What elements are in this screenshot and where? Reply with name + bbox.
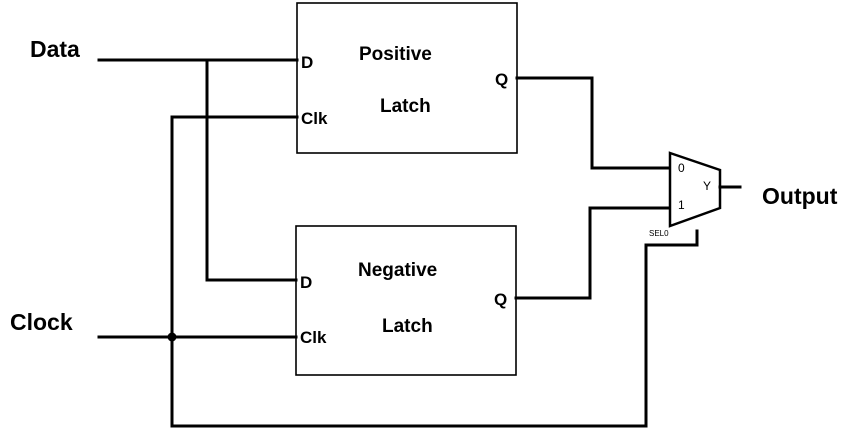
- mux-select-label: SEL0: [649, 229, 669, 238]
- mux-output-y-label: Y: [703, 179, 711, 193]
- mux-input-1-label: 1: [678, 198, 685, 212]
- positive-latch-title-1: Positive: [359, 44, 432, 65]
- data-branch-wire: [205, 58, 298, 282]
- negative-latch-pin-clk: Clk: [300, 328, 327, 347]
- negative-latch-box: [295, 225, 517, 376]
- positive-latch-pin-d: D: [301, 53, 313, 72]
- clock-input-label: Clock: [10, 309, 73, 335]
- negative-latch-pin-d: D: [300, 273, 312, 292]
- clock-branch-wire: [170, 115, 299, 428]
- positive-latch-pin-clk: Clk: [301, 109, 328, 128]
- negative-latch-title-1: Negative: [358, 260, 437, 281]
- positive-latch-title-2: Latch: [380, 96, 431, 117]
- positive-q-wire: [515, 76, 672, 170]
- data-input-label: Data: [30, 36, 80, 62]
- output-label: Output: [762, 183, 838, 209]
- clock-junction-dot: [167, 332, 177, 342]
- negative-q-wire: [514, 206, 672, 300]
- mux-2to1: [668, 151, 722, 228]
- select-wire: [170, 229, 699, 428]
- negative-latch-title-2: Latch: [382, 316, 433, 337]
- negative-latch-pin-q: Q: [494, 290, 507, 309]
- mux-input-0-label: 0: [678, 161, 685, 175]
- positive-latch-pin-q: Q: [495, 70, 508, 89]
- positive-latch-box: [296, 2, 518, 154]
